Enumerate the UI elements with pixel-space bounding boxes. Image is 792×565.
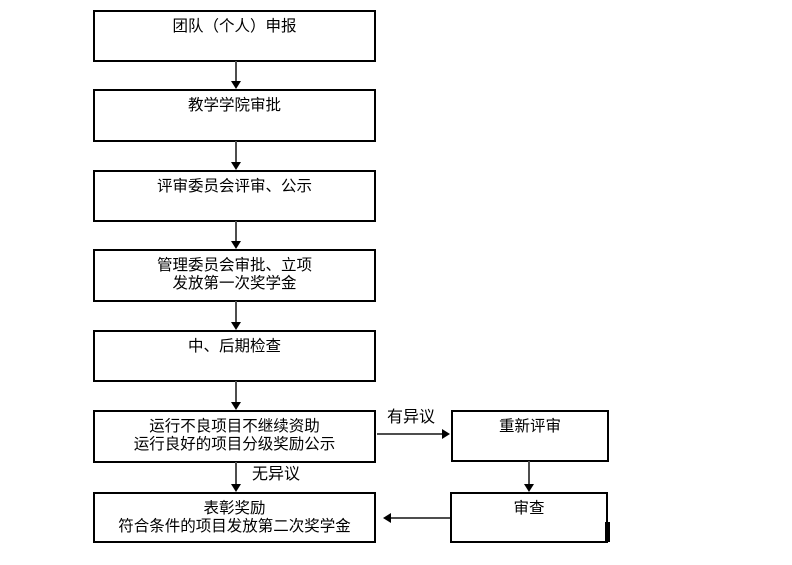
- node-commendation-label-line1: 表彰奖励: [203, 500, 266, 517]
- arrow-inspection-to-decision: [231, 381, 241, 410]
- arrow-review-to-approval: [231, 221, 241, 249]
- arrow-down-icon: [231, 402, 241, 410]
- node-committee-approval-label-line2: 发放第一次奖学金: [172, 275, 297, 292]
- label-has-objection: 有异议: [387, 409, 436, 426]
- arrow-shaft: [390, 517, 450, 519]
- arrow-left-icon: [383, 513, 391, 523]
- node-team-application: 团队（个人）申报: [93, 10, 376, 62]
- node-funding-decision-label-line1: 运行不良项目不继续资助: [149, 418, 320, 435]
- node-funding-decision: 运行不良项目不继续资助 运行良好的项目分级奖励公示: [93, 410, 376, 463]
- node-inspection: 中、后期检查: [93, 330, 376, 382]
- arrow-shaft: [235, 61, 237, 82]
- node-committee-review: 评审委员会评审、公示: [93, 170, 376, 222]
- label-no-objection: 无异议: [252, 466, 301, 483]
- arrow-examination-to-commendation: [383, 513, 450, 523]
- arrow-decision-to-rereview: [377, 429, 450, 439]
- node-rereview-label: 重新评审: [498, 418, 561, 435]
- arrow-down-icon: [231, 241, 241, 249]
- node-team-application-label: 团队（个人）申报: [172, 18, 297, 35]
- arrow-down-icon: [231, 484, 241, 492]
- arrow-application-to-college: [231, 61, 241, 89]
- arrow-rereview-to-examination: [524, 461, 534, 492]
- node-examination-label: 审查: [513, 500, 545, 517]
- node-college-approval-label: 教学学院审批: [187, 97, 281, 114]
- arrow-shaft: [377, 433, 443, 435]
- node-committee-approval-label-line1: 管理委员会审批、立项: [156, 257, 312, 274]
- node-committee-review-label: 评审委员会评审、公示: [156, 178, 312, 195]
- arrow-down-icon: [231, 322, 241, 330]
- node-commendation-label-line2: 符合条件的项目发放第二次奖学金: [118, 518, 351, 535]
- node-committee-approval: 管理委员会审批、立项 发放第一次奖学金: [93, 249, 376, 302]
- arrow-shaft: [528, 461, 530, 485]
- arrow-right-icon: [442, 429, 450, 439]
- arrow-approval-to-inspection: [231, 301, 241, 330]
- node-inspection-label: 中、后期检查: [187, 338, 281, 355]
- arrow-shaft: [235, 141, 237, 163]
- node-college-approval: 教学学院审批: [93, 89, 376, 142]
- arrow-decision-to-commendation: [231, 462, 241, 492]
- arrow-down-icon: [231, 81, 241, 89]
- arrow-shaft: [235, 462, 237, 485]
- arrow-down-icon: [231, 162, 241, 170]
- arrow-college-to-review: [231, 141, 241, 170]
- cursor-artifact-bar: [605, 522, 610, 542]
- arrow-shaft: [235, 221, 237, 242]
- node-funding-decision-label-line2: 运行良好的项目分级奖励公示: [133, 436, 336, 453]
- arrow-shaft: [235, 301, 237, 323]
- arrow-shaft: [235, 381, 237, 403]
- node-rereview: 重新评审: [451, 410, 609, 462]
- node-examination: 审查: [450, 492, 608, 543]
- arrow-down-icon: [524, 484, 534, 492]
- node-commendation: 表彰奖励 符合条件的项目发放第二次奖学金: [93, 492, 376, 543]
